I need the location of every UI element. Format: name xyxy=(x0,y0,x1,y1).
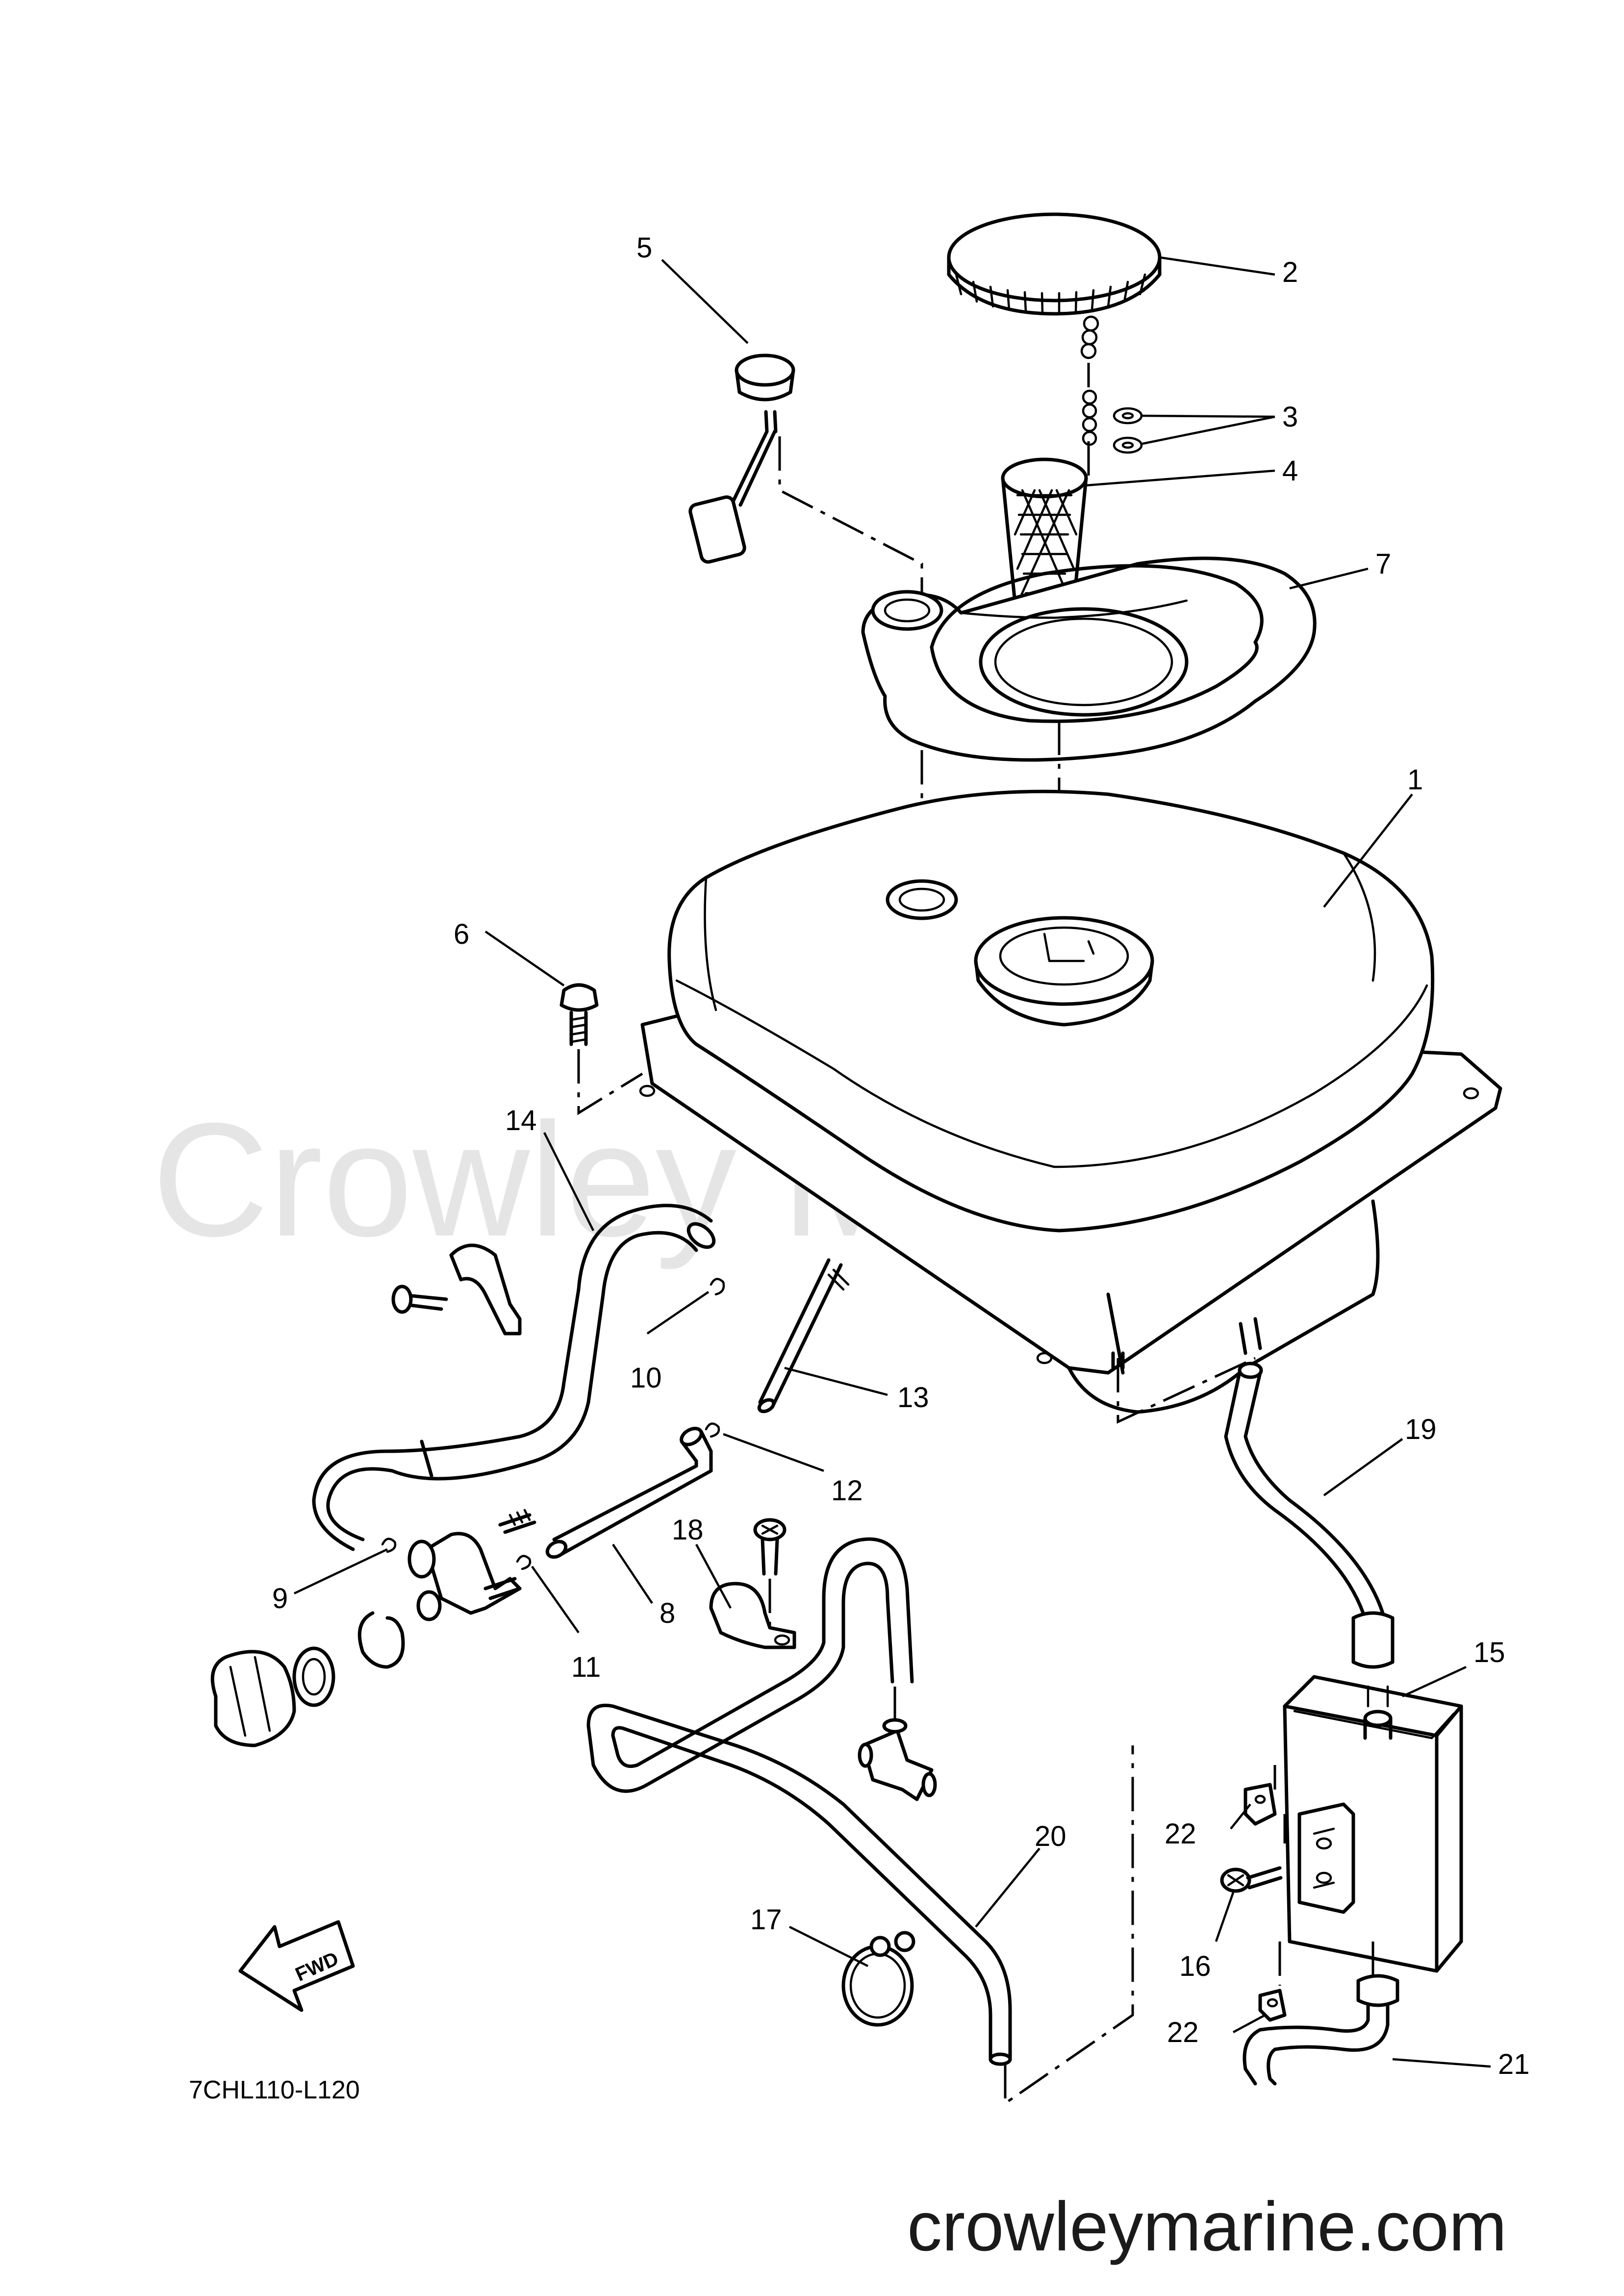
part-10-hose-clip[interactable] xyxy=(710,1278,725,1296)
part-22-clip-lower[interactable] xyxy=(1258,1989,1287,2022)
part-13-fuel-pipe[interactable] xyxy=(757,1258,843,1414)
fuel-cock-gasket[interactable] xyxy=(292,1646,335,1707)
callout-21: 21 xyxy=(1498,2048,1530,2080)
callout-6: 6 xyxy=(454,918,469,950)
part-21-hose[interactable] xyxy=(1243,1974,1399,2086)
callout-4: 4 xyxy=(1282,455,1298,487)
callout-10: 10 xyxy=(630,1362,662,1394)
website-footer[interactable]: crowleymarine.com xyxy=(907,2188,1507,2266)
part-6-bolt[interactable] xyxy=(559,983,599,1046)
callout-11: 11 xyxy=(571,1651,601,1683)
callout-2: 2 xyxy=(1282,256,1298,288)
gauge-dash-line xyxy=(778,436,923,608)
part-14-vent-hose[interactable] xyxy=(312,1204,718,1551)
hose-dash-line xyxy=(1004,1745,1134,2106)
callout-labels: 1 2 3 4 5 6 7 8 9 10 11 12 13 14 15 16 1… xyxy=(272,232,1530,2080)
part-15-canister[interactable] xyxy=(1283,1675,1463,1973)
part-20-return-hose[interactable] xyxy=(586,1537,1012,2066)
callout-5: 5 xyxy=(636,232,652,264)
part-3-gaskets[interactable] xyxy=(1113,407,1143,454)
callout-20: 20 xyxy=(1035,1820,1066,1852)
part-11-hose-clip[interactable] xyxy=(516,1555,532,1570)
part-5-fuel-gauge[interactable] xyxy=(688,353,795,564)
callout-14: 14 xyxy=(505,1105,537,1136)
part-17-band-clamp[interactable] xyxy=(841,1931,915,2027)
part-16-screw[interactable] xyxy=(1220,1866,1283,1893)
fuel-cock-ring[interactable] xyxy=(357,1611,405,1669)
forward-arrow-icon: FWD xyxy=(238,1920,355,2012)
part-12-hose-clip[interactable] xyxy=(705,1422,720,1438)
callout-leaders xyxy=(294,256,1491,2068)
clip-dash-lines xyxy=(1273,1765,1286,1843)
part-18-screw[interactable] xyxy=(753,1518,787,1576)
cap-chain xyxy=(1080,315,1099,446)
tank-dash-line xyxy=(1116,1357,1256,1424)
part-1-fuel-tank[interactable] xyxy=(639,789,1502,1414)
callout-15: 15 xyxy=(1473,1637,1505,1668)
callout-19: 19 xyxy=(1405,1413,1437,1445)
part-7-tank-top-cover[interactable] xyxy=(861,556,1317,762)
part-2-fuel-cap[interactable] xyxy=(947,212,1162,316)
callout-22-lower: 22 xyxy=(1167,2017,1199,2048)
bolt-dash-line xyxy=(577,1049,643,1115)
callout-7: 7 xyxy=(1375,548,1391,580)
callout-22-upper: 22 xyxy=(1165,1818,1196,1850)
hose-bracket-clamp[interactable] xyxy=(391,1243,522,1336)
callout-18: 18 xyxy=(672,1514,704,1546)
fuel-cock-assembly[interactable] xyxy=(407,1509,536,1621)
callout-8: 8 xyxy=(660,1597,675,1629)
callout-12: 12 xyxy=(831,1475,863,1507)
part-8-fuel-hose[interactable] xyxy=(545,1425,713,1560)
callout-16: 16 xyxy=(1179,1950,1211,1982)
fuel-cock-knob[interactable] xyxy=(210,1650,296,1747)
callout-1: 1 xyxy=(1407,764,1423,796)
part-9-hose-clip[interactable] xyxy=(381,1538,397,1553)
callout-17: 17 xyxy=(750,1904,782,1936)
part-19-hose[interactable] xyxy=(1224,1362,1395,1669)
diagram-code: 7CHL110-L120 xyxy=(189,2076,360,2104)
t-joint-fitting[interactable] xyxy=(858,1718,937,1801)
callout-3: 3 xyxy=(1282,401,1298,433)
callout-13: 13 xyxy=(897,1382,929,1413)
callout-9: 9 xyxy=(272,1583,288,1615)
